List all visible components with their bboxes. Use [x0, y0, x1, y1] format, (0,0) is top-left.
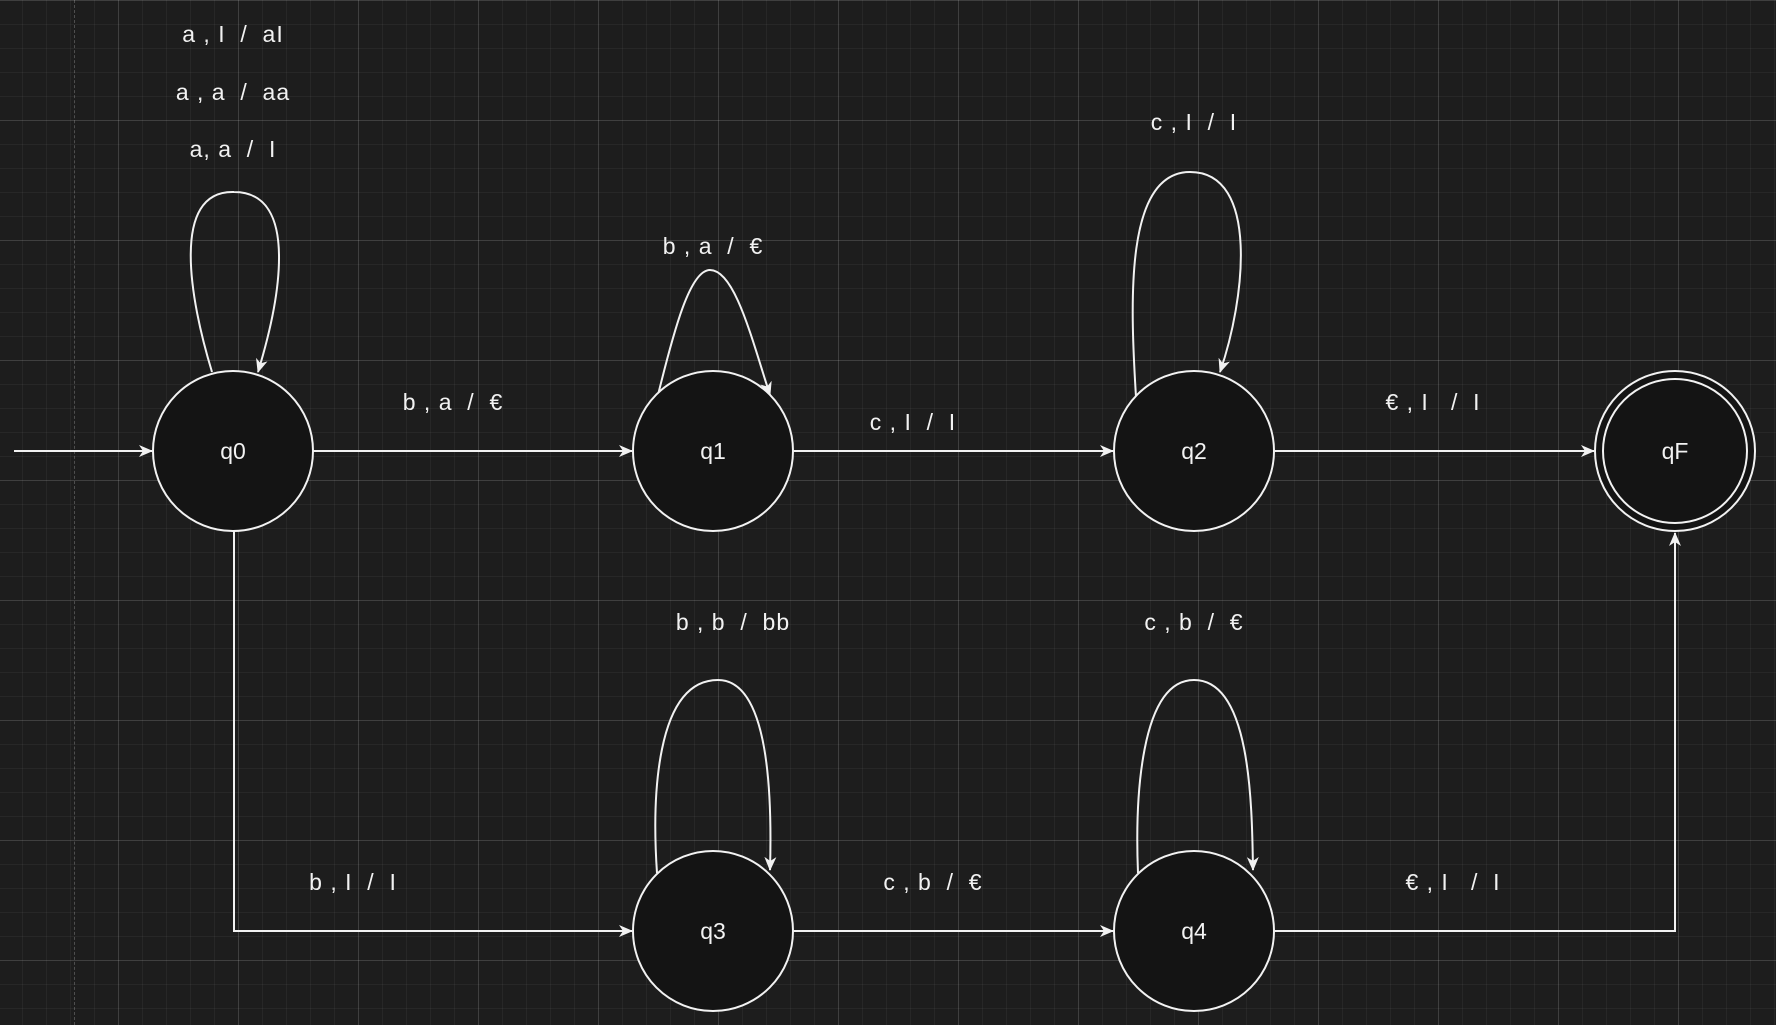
state-q4-label: q4 [1181, 918, 1207, 944]
label-q0-q1: b , a / € [403, 389, 504, 415]
label-q4-qF: € , I / I [1405, 869, 1500, 895]
state-q4-circle[interactable] [1113, 850, 1275, 1012]
state-q4[interactable]: q4 [1113, 850, 1275, 1012]
label-q0-q3: b , I / I [309, 869, 397, 895]
state-qF-inner-circle [1602, 378, 1748, 524]
state-q1-label: q1 [700, 438, 726, 464]
state-q0-label: q0 [220, 438, 246, 464]
edge-q1-loop[interactable] [657, 268, 772, 396]
label-q0-loop-3: a, a / I [190, 136, 277, 162]
label-q0-loop-2: a , a / aa [176, 79, 290, 105]
state-q3[interactable]: q3 [632, 850, 794, 1012]
label-q3-loop: b , b / bb [676, 609, 790, 635]
label-q2-qF: € , I / I [1385, 389, 1480, 415]
label-q1-q2: c , I / I [870, 409, 956, 435]
label-q0-loop-1: a , I / aI [182, 21, 283, 47]
state-q3-label: q3 [700, 918, 726, 944]
state-q2-circle[interactable] [1113, 370, 1275, 532]
state-q0[interactable]: q0 [152, 370, 314, 532]
state-q2[interactable]: q2 [1113, 370, 1275, 532]
state-q2-label: q2 [1181, 438, 1207, 464]
edge-q4-qF[interactable] [1275, 532, 1681, 932]
state-qF-label: qF [1662, 438, 1689, 464]
edge-q4-loop[interactable] [1136, 678, 1259, 874]
edge-q2-loop[interactable] [1131, 170, 1242, 398]
state-q0-circle[interactable] [152, 370, 314, 532]
edge-q3-loop[interactable] [654, 678, 777, 874]
state-q3-circle[interactable] [632, 850, 794, 1012]
edge-q0-loop[interactable] [189, 190, 280, 373]
state-q1-circle[interactable] [632, 370, 794, 532]
page-boundary-line [74, 0, 75, 1025]
label-q2-loop: c , I / I [1151, 109, 1237, 135]
state-qF[interactable]: qF [1594, 370, 1756, 532]
state-q1[interactable]: q1 [632, 370, 794, 532]
label-q3-q4: c , b / € [883, 869, 982, 895]
edge-q0-q3[interactable] [233, 531, 633, 937]
label-q4-loop: c , b / € [1144, 609, 1243, 635]
label-q1-loop: b , a / € [663, 233, 764, 259]
